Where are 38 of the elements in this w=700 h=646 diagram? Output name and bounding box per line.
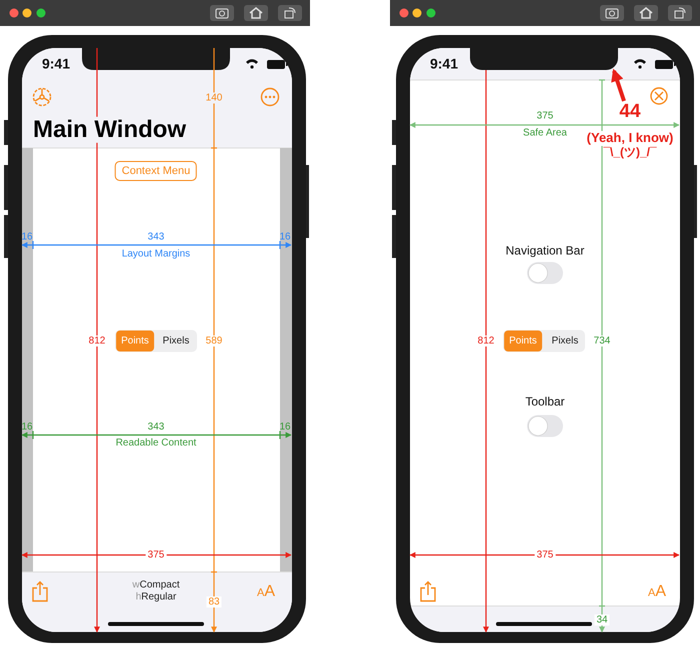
segment-selected: Points bbox=[504, 330, 542, 352]
dimension-value: 734 bbox=[592, 336, 612, 346]
dimension-value: 83 bbox=[206, 596, 222, 608]
status-time: 9:41 bbox=[42, 56, 70, 72]
segment-selected: Points bbox=[116, 330, 154, 352]
text-size-icon: AA bbox=[648, 583, 666, 601]
dimension-value: 140 bbox=[206, 92, 222, 104]
dimension-value: 16 bbox=[279, 422, 291, 432]
dimension-value: 812 bbox=[476, 336, 496, 346]
dimension-value: 343 bbox=[148, 232, 164, 242]
shrug-text: ¯\_(ツ)_/¯ bbox=[603, 146, 657, 160]
dimension-value: 34 bbox=[594, 614, 610, 626]
dimension-caption: Readable Content bbox=[116, 438, 196, 448]
dimension-value: 375 bbox=[536, 110, 554, 122]
callout-number: 44 bbox=[618, 101, 642, 123]
dimension-value: 16 bbox=[21, 422, 33, 432]
size-class-text: hRegular bbox=[136, 592, 176, 602]
setting-label: Navigation Bar bbox=[506, 244, 584, 258]
size-class-text: wCompact bbox=[132, 580, 180, 590]
dimension-value: 343 bbox=[148, 422, 164, 432]
dimension-value: 16 bbox=[21, 232, 33, 242]
dimension-value: 375 bbox=[534, 550, 556, 560]
arrow bbox=[611, 68, 626, 102]
dimension-caption: Safe Area bbox=[523, 128, 567, 138]
segment-option: Pixels bbox=[552, 336, 578, 346]
segment-option: Pixels bbox=[162, 336, 190, 346]
dimension-caption: Layout Margins bbox=[122, 248, 190, 260]
dimension-value: 812 bbox=[86, 336, 108, 346]
status-time: 9:41 bbox=[430, 56, 458, 72]
callout-text: (Yeah, I know) bbox=[585, 130, 675, 146]
dimension-value: 375 bbox=[146, 550, 166, 560]
notch bbox=[470, 48, 618, 70]
dimension-value: 589 bbox=[204, 336, 224, 346]
dimension-value: 16 bbox=[279, 232, 291, 242]
context-menu-button: Context Menu bbox=[114, 160, 198, 182]
setting-label: Toolbar bbox=[525, 395, 565, 409]
screen-title: Main Window bbox=[33, 116, 186, 144]
text-size-icon: AA bbox=[257, 583, 275, 601]
